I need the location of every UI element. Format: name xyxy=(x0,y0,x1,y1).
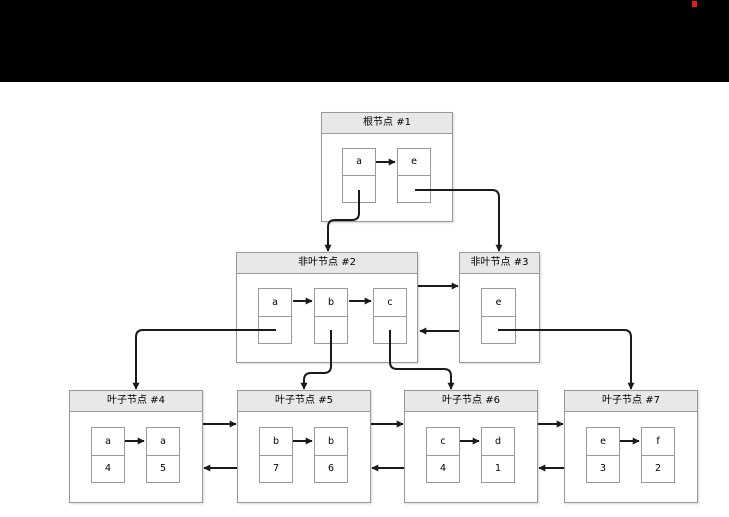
bptree-diagram-canvas: 根节点 #1 a e 非叶节点 #2 a b c 非叶节点 #3 e xyxy=(0,82,729,517)
node-title: 叶子节点 #5 xyxy=(238,391,370,412)
cell-key: a xyxy=(343,149,375,176)
tree-cell: b 6 xyxy=(314,427,348,483)
cell-pointer xyxy=(374,317,406,344)
cell-value: 4 xyxy=(104,463,112,474)
tree-node-leaf-5: 叶子节点 #5 b 7 b 6 xyxy=(237,390,371,503)
tree-cell: f 2 xyxy=(641,427,675,483)
tree-cell: c xyxy=(373,288,407,344)
node-title: 非叶节点 #2 xyxy=(237,253,417,274)
cell-value: 5 xyxy=(159,463,167,474)
tree-node-leaf-7: 叶子节点 #7 e 3 f 2 xyxy=(564,390,698,503)
cell-pointer xyxy=(482,317,515,344)
tree-node-leaf-4: 叶子节点 #4 a 4 a 5 xyxy=(69,390,203,503)
cell-key: b xyxy=(315,289,347,317)
tree-cell: e xyxy=(481,288,516,344)
tree-cell: b 7 xyxy=(259,427,293,483)
tree-node-leaf-6: 叶子节点 #6 c 4 d 1 xyxy=(404,390,538,503)
tree-cell: e xyxy=(397,148,431,203)
cell-key: c xyxy=(374,289,406,317)
node-title: 非叶节点 #3 xyxy=(460,253,539,274)
tree-cell: b xyxy=(314,288,348,344)
tree-cell: c 4 xyxy=(426,427,460,483)
tree-cell: e 3 xyxy=(586,427,620,483)
cell-pointer xyxy=(343,176,375,202)
tree-cell: a 5 xyxy=(146,427,180,483)
cell-pointer xyxy=(398,176,430,202)
tree-cell: a xyxy=(258,288,292,344)
tree-cell: a 4 xyxy=(91,427,125,483)
cell-value: 1 xyxy=(494,463,502,474)
tree-cell: a xyxy=(342,148,376,203)
cell-value: 4 xyxy=(439,463,447,474)
tree-node-internal-3: 非叶节点 #3 e xyxy=(459,252,540,363)
cell-value: 3 xyxy=(599,463,607,474)
cell-key: e xyxy=(587,428,619,456)
node-title: 叶子节点 #6 xyxy=(405,391,537,412)
cell-value: 6 xyxy=(327,463,335,474)
cell-key: e xyxy=(482,289,515,317)
cell-pointer xyxy=(259,317,291,344)
cell-key: a xyxy=(92,428,124,456)
top-black-bar xyxy=(0,0,729,82)
tree-node-root-1: 根节点 #1 a e xyxy=(321,112,453,222)
node-title: 叶子节点 #7 xyxy=(565,391,697,412)
cell-value: 2 xyxy=(654,463,662,474)
cell-key: a xyxy=(259,289,291,317)
node-title: 叶子节点 #4 xyxy=(70,391,202,412)
cell-value: 7 xyxy=(272,463,280,474)
node-title: 根节点 #1 xyxy=(322,113,452,134)
tree-cell: d 1 xyxy=(481,427,515,483)
cell-key: f xyxy=(642,428,674,456)
cell-key: c xyxy=(427,428,459,456)
tree-node-internal-2: 非叶节点 #2 a b c xyxy=(236,252,418,363)
cell-key: b xyxy=(260,428,292,456)
cell-key: e xyxy=(398,149,430,176)
recording-indicator-dot xyxy=(692,1,697,7)
cell-pointer xyxy=(315,317,347,344)
cell-key: a xyxy=(147,428,179,456)
cell-key: d xyxy=(482,428,514,456)
cell-key: b xyxy=(315,428,347,456)
